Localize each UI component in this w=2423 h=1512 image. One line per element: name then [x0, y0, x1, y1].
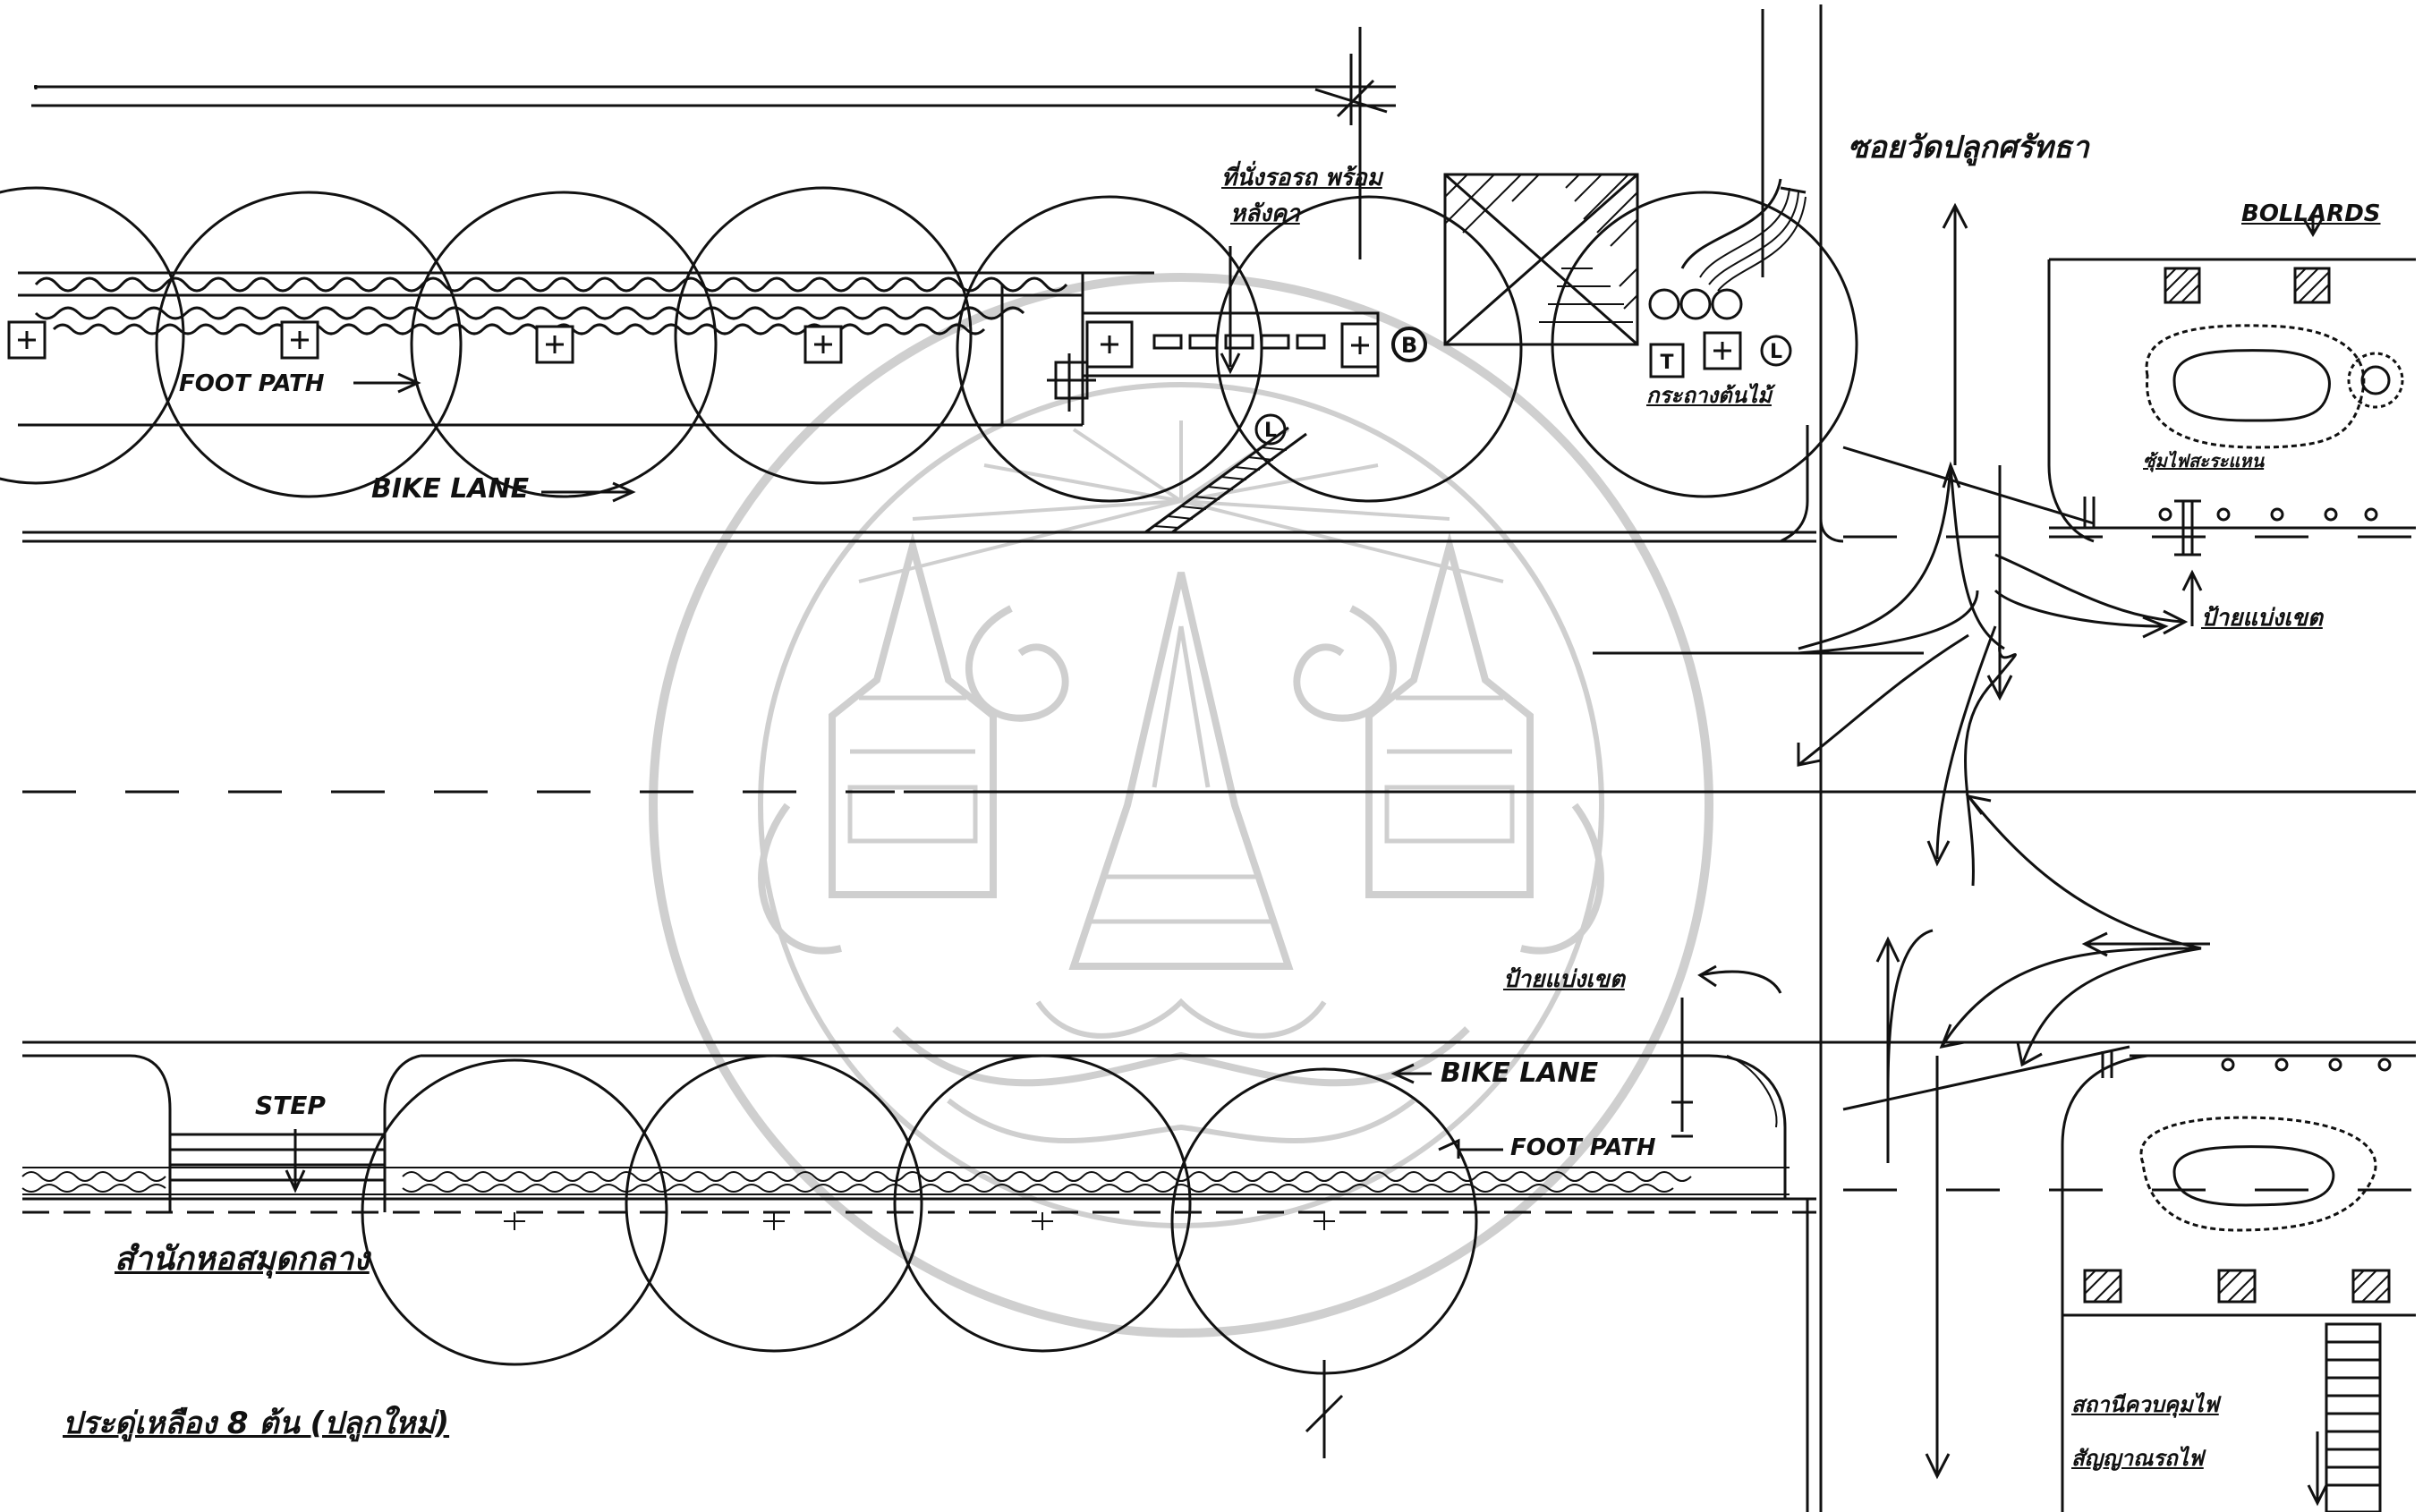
steps — [170, 1129, 385, 1193]
bottom-street-trees — [361, 1054, 1478, 1375]
boundary-sign-label-right: ป้ายแบ่งเขต — [2201, 605, 2323, 632]
control-station-label-line1: สถานีควบคุมไฟ — [2071, 1392, 2219, 1417]
control-station-label-line2: สัญญาณรถไฟ — [2071, 1446, 2204, 1471]
road-lines — [22, 531, 2416, 1201]
north-property-lines — [31, 4, 1823, 1512]
foot-path-label-bottom: FOOT PATH — [1510, 1134, 1656, 1161]
section-cut-lines — [1305, 54, 1375, 1458]
planter-note-label: กระถางต้นไม้ — [1646, 383, 1772, 408]
svg-text:T: T — [1660, 352, 1673, 374]
svg-text:L: L — [1264, 420, 1277, 442]
garden-bed-bottom — [2101, 1051, 2392, 1232]
lamp-symbols: L — [1770, 341, 1782, 363]
soi-name-label: ซอยวัดปลูกศรัทธา — [1848, 130, 2089, 166]
boundary-sign-label-center: ป้ายแบ่งเขต — [1503, 966, 1625, 993]
planters-and-lamps-top — [1254, 288, 1792, 446]
bollards-bottom — [2083, 1269, 2391, 1304]
boundary-sign-bottom — [1671, 964, 1782, 1138]
bench-note-label-line1: ที่นั่งรอรถ พร้อม — [1221, 165, 1382, 191]
centerline-dashes — [22, 535, 2416, 1192]
bus-shelter — [1047, 246, 1380, 412]
tree-planting-markers — [7, 320, 843, 364]
svg-text:B: B — [1401, 333, 1417, 358]
lamp-symbol-bike-lane: L — [1264, 420, 1277, 442]
traffic-flow-arrows — [1797, 202, 2210, 1480]
library-label: สำนักหอสมุดกลาง — [115, 1241, 370, 1278]
station-stairs — [2307, 1322, 2382, 1512]
intersection-curbs — [1780, 258, 2416, 1512]
signal-box-note-label: ซุ้มไฟสะระแหน — [2143, 450, 2265, 471]
bollards-label: BOLLARDS — [2241, 200, 2381, 227]
bench-note-label-line2: หลังคา — [1230, 200, 1300, 227]
trash-bin-symbol: T — [1660, 352, 1673, 374]
bike-lane-label-top: BIKE LANE — [371, 473, 530, 505]
foot-path-label-top: FOOT PATH — [179, 370, 325, 397]
boundary-sign-arrow-top — [1994, 553, 2203, 635]
bottom-hedge-planting — [21, 1167, 1790, 1195]
canopy-structures — [1443, 173, 1807, 346]
bike-ramp — [1144, 426, 1307, 534]
bottom-building-edges — [22, 1054, 1809, 1512]
svg-text:L: L — [1770, 341, 1782, 363]
bus-stop-marker: B — [1391, 327, 1427, 362]
label-leader-arrows — [353, 215, 2324, 1159]
bollards-top — [2083, 267, 2378, 556]
bottom-tree-markers — [504, 1212, 1335, 1230]
top-hedge-planting — [18, 271, 1154, 427]
garden-bed-top — [2145, 324, 2404, 449]
trees-note-label: ประดู่เหลือง 8 ต้น (ปลูกใหม่) — [63, 1406, 450, 1441]
step-label: STEP — [255, 1091, 326, 1120]
bike-lane-label-bottom: BIKE LANE — [1441, 1058, 1599, 1089]
bike-lane-dashes — [22, 1041, 1816, 1214]
